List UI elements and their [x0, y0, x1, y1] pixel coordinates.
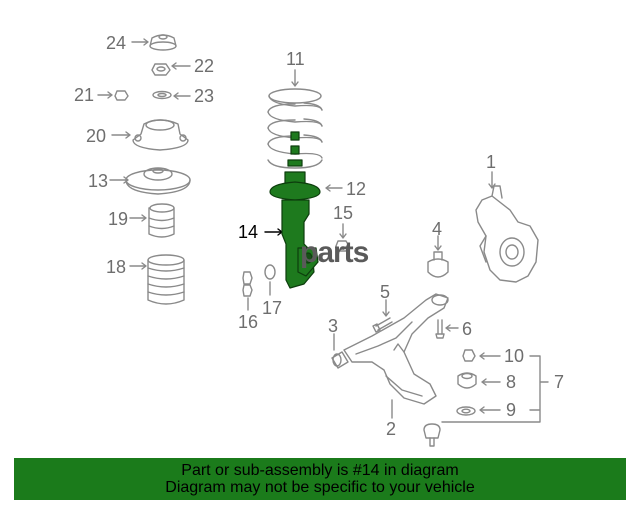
- leader-5: [382, 299, 390, 317]
- part-6-bolt: [435, 319, 445, 339]
- leader-15: [339, 223, 347, 239]
- callout-21[interactable]: 21: [74, 85, 95, 105]
- callout-17[interactable]: 17: [262, 298, 283, 318]
- part-20-mount: [132, 119, 189, 151]
- part-22-nut: [151, 63, 171, 76]
- leader-10: [479, 352, 501, 360]
- part-2-lower-arm: [343, 293, 449, 405]
- leader-24: [131, 38, 149, 46]
- leader-8: [481, 378, 501, 386]
- leader-22: [171, 62, 191, 70]
- part-5-bolt: [372, 317, 393, 333]
- callout-1[interactable]: 1: [486, 152, 497, 172]
- callout-10[interactable]: 10: [504, 346, 525, 366]
- callout-14-highlighted[interactable]: 14: [238, 222, 259, 242]
- callout-20[interactable]: 20: [86, 126, 107, 146]
- part-16-nut: [242, 271, 253, 297]
- callout-11[interactable]: 11: [286, 49, 305, 69]
- leader-19: [129, 214, 147, 222]
- callout-13[interactable]: 13: [88, 171, 109, 191]
- part-24-cap: [149, 34, 177, 51]
- callout-18[interactable]: 18: [106, 257, 127, 277]
- leader-20: [111, 131, 131, 139]
- callout-8[interactable]: 8: [506, 372, 517, 392]
- part-17-washer: [264, 264, 276, 280]
- leader-18: [129, 262, 147, 270]
- leader-9: [479, 406, 501, 414]
- callout-3[interactable]: 3: [328, 316, 339, 336]
- part-9-washer: [456, 406, 476, 416]
- callout-23[interactable]: 23: [194, 86, 215, 106]
- bracket-7: [441, 355, 549, 423]
- callout-4[interactable]: 4: [432, 219, 443, 239]
- callout-9[interactable]: 9: [506, 400, 517, 420]
- leader-1: [488, 171, 496, 189]
- ball-joint-stud: [423, 423, 441, 447]
- callout-7[interactable]: 7: [554, 372, 565, 392]
- leader-23: [173, 92, 191, 100]
- leader-6: [445, 324, 459, 332]
- part-23-washer: [152, 90, 172, 100]
- banner-line-2: Diagram may not be specific to your vehi…: [165, 479, 475, 496]
- leader-12: [325, 184, 343, 192]
- part-15-nut: [335, 240, 350, 252]
- part-10-nut: [462, 349, 476, 362]
- callout-19[interactable]: 19: [108, 209, 129, 229]
- part-18-boot: [147, 254, 185, 305]
- leader-11: [291, 69, 299, 87]
- part-14-strut-highlighted: [269, 131, 321, 289]
- info-banner: Part or sub-assembly is #14 in diagram D…: [14, 458, 626, 500]
- leader-21: [97, 91, 113, 99]
- part-1-knuckle: [475, 185, 539, 283]
- callout-24[interactable]: 24: [106, 33, 127, 53]
- callout-12[interactable]: 12: [346, 179, 367, 199]
- leader-14: [264, 228, 283, 236]
- callout-5[interactable]: 5: [380, 282, 391, 302]
- part-13-seat: [125, 167, 191, 195]
- part-3-bushing: [331, 351, 349, 369]
- part-4-bushing: [427, 251, 449, 278]
- callout-15[interactable]: 15: [333, 203, 354, 223]
- callout-16[interactable]: 16: [238, 312, 259, 332]
- part-19-bumper: [148, 203, 175, 238]
- part-8-bushing: [457, 372, 477, 389]
- leader-13: [109, 176, 129, 184]
- part-21-nut: [114, 90, 129, 101]
- banner-line-1: Part or sub-assembly is #14 in diagram: [181, 462, 459, 479]
- callout-2[interactable]: 2: [386, 419, 397, 439]
- callout-22[interactable]: 22: [194, 56, 215, 76]
- watermark-text: parts: [300, 236, 369, 269]
- leader-4: [434, 235, 442, 251]
- callout-6[interactable]: 6: [462, 319, 473, 339]
- part-11-spring: [267, 88, 323, 169]
